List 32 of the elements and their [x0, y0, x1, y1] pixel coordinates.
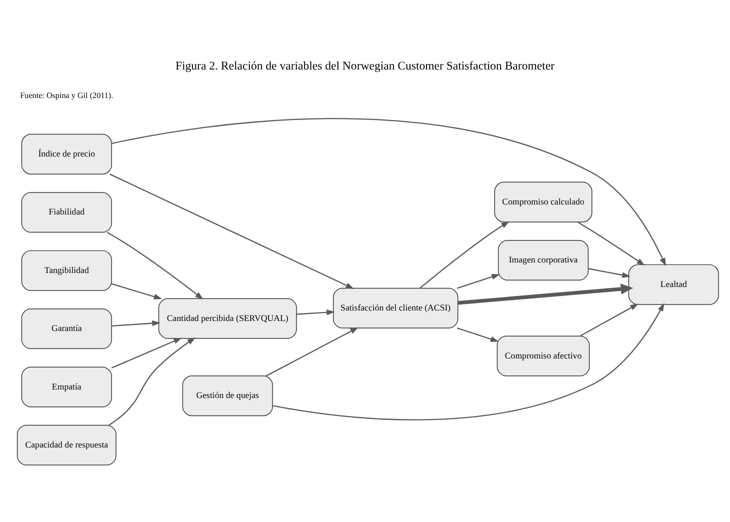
node-box: Imagen corporativa — [498, 240, 589, 281]
arrow — [296, 309, 335, 316]
arrow — [456, 327, 499, 342]
node-box: Tangibilidad — [21, 250, 112, 291]
caption: Fuente: Ospina y Gil (2011). — [20, 91, 114, 100]
node-box: Garantía — [21, 308, 112, 350]
node-box: Índice de precio — [21, 134, 112, 174]
arrow — [577, 221, 645, 266]
arrow — [108, 337, 196, 426]
arrow — [458, 284, 634, 305]
node-box: Compromiso calculado — [494, 182, 592, 222]
node-box: Capacidad de respuesta — [16, 424, 116, 466]
arrow — [580, 304, 639, 337]
diagram-title: Figura 2. Relación de variables del Norwegian Customer Satisfaction Barometer — [175, 59, 555, 72]
node-box: Cantidad percibida (SERVQUAL) — [158, 298, 297, 339]
arrow — [588, 268, 630, 278]
node-box: Empatía — [21, 366, 112, 408]
arrow — [111, 283, 162, 300]
arrow — [112, 320, 160, 326]
arrow — [456, 274, 500, 289]
node-box: Lealtad — [628, 264, 719, 305]
node-box: Compromiso afectivo — [496, 336, 590, 376]
arrow — [266, 327, 358, 376]
arrow — [106, 232, 204, 300]
arrow — [111, 338, 182, 369]
node-box: Satisfacción del cliente (ACSI) — [332, 288, 458, 328]
node-box: Fiabilidad — [21, 192, 112, 233]
arrow — [112, 118, 666, 266]
arrow — [272, 302, 664, 420]
arrow — [420, 221, 510, 289]
node-box: Gestión de quejas — [182, 376, 273, 416]
arrow — [110, 174, 354, 289]
